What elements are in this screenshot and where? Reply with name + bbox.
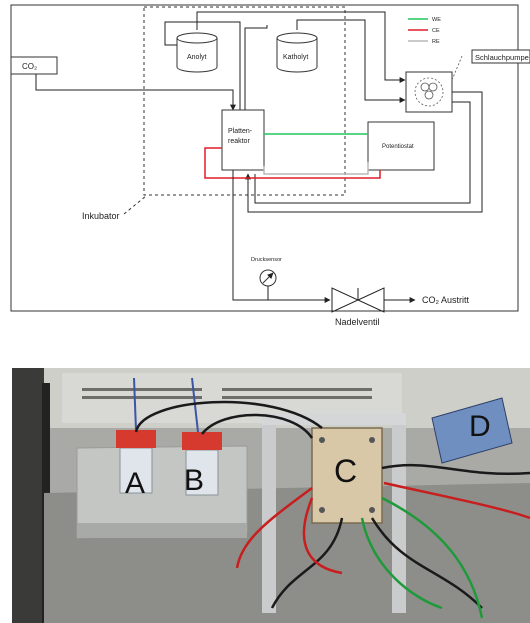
needle-valve-label: Nadelventil [335, 317, 380, 327]
pressure-sensor-label: Drucksensor [251, 257, 282, 263]
photo-label-d: D [469, 410, 491, 443]
incubator-pointer [124, 196, 146, 214]
lab-setup-photo: A B C D [12, 368, 530, 623]
co2-inlet-label: CO₂ [22, 62, 37, 71]
re-wire [264, 162, 368, 174]
photo-label-c: C [334, 453, 357, 489]
photo-label-b: B [184, 464, 204, 497]
anolyt-label: Anolyt [187, 54, 207, 61]
anolyt-tank [177, 33, 217, 72]
legend-ce-label: CE [432, 28, 440, 34]
reactor-return-line-1 [245, 25, 267, 110]
co2-inlet-line [36, 74, 233, 110]
legend-re-label: RE [432, 39, 440, 45]
katholyt-label: Katholyt [283, 54, 308, 61]
pump-label: Schlauchpumpe [475, 53, 529, 62]
potentiostat-label: Potentiostat [382, 144, 414, 150]
reactor-label-1: Platten- [228, 128, 253, 135]
co2-outlet-label: CO₂ Austritt [422, 295, 470, 305]
reactor-label-2: reaktor [228, 138, 250, 145]
pump-return-line-2 [255, 102, 470, 203]
legend-we-label: WE [432, 17, 441, 23]
photo-label-a: A [125, 467, 145, 500]
incubator-label: Inkubator [82, 211, 120, 221]
katholyt-tank [277, 33, 317, 72]
pump-pointer [452, 56, 462, 80]
needle-valve-symbol [332, 288, 384, 312]
process-schematic: Inkubator CO₂ Anolyt Katholyt Schlauchpu… [0, 0, 530, 330]
